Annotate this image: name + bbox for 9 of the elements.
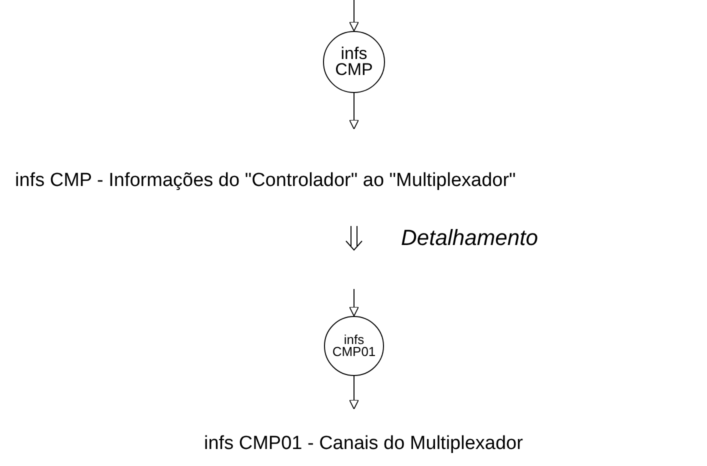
process-label: infs CMP — [335, 46, 373, 78]
arrow — [349, 92, 359, 130]
arrow — [349, 0, 359, 32]
arrow — [349, 376, 359, 410]
arrow — [349, 288, 359, 316]
process-label: infs CMP01 — [332, 334, 376, 358]
caption: infs CMP01 - Canais do Multiplexador — [204, 433, 523, 455]
caption: infs CMP - Informações do "Controlador" ao "Multiplexador" — [15, 170, 516, 192]
step-label: Detalhamento — [401, 225, 538, 251]
